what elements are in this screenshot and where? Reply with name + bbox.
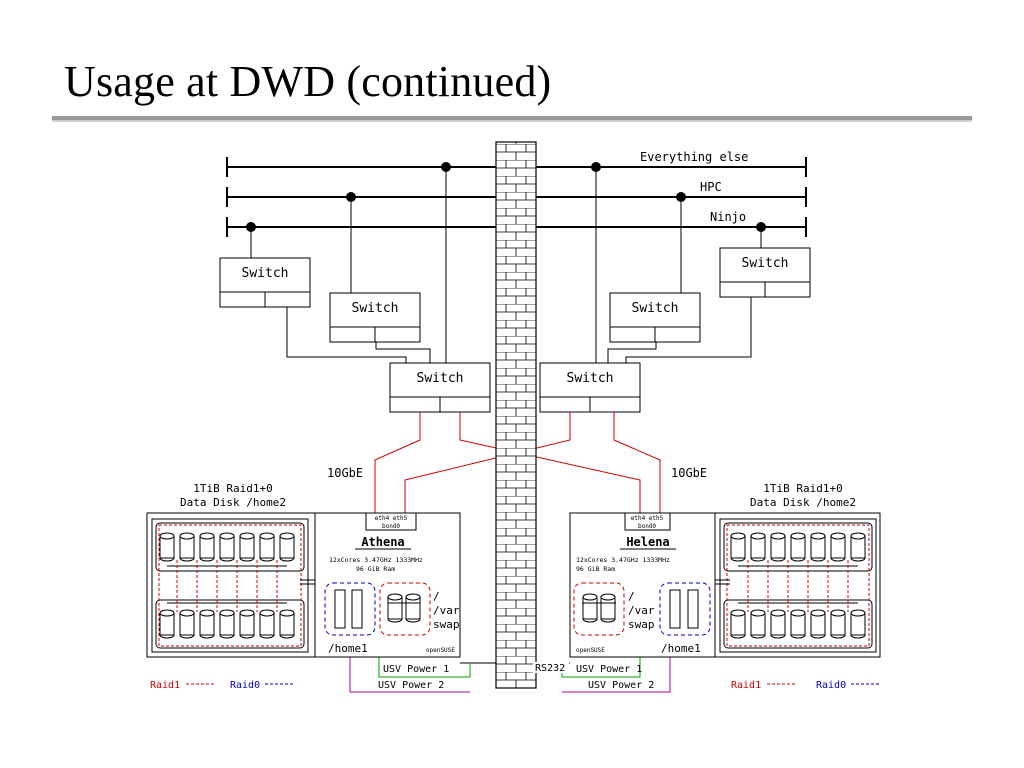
storage-subtitle-right: Data Disk /home2	[750, 496, 856, 509]
spec-line2-left: 96 GiB Ram	[356, 565, 395, 573]
model-left: openSUSE	[426, 647, 455, 654]
mount-swap-right: swap	[628, 618, 655, 631]
switch-label: Switch	[742, 256, 789, 271]
server-group-helena: 1TiB Raid1+0 Data Disk /home2 eth4 eth5 …	[569, 482, 881, 658]
network-label-everything-else: Everything else	[640, 150, 748, 164]
spec-line1-left: 12xCores 3.47GHz 1333MHz	[329, 556, 423, 564]
link-speed-left: 10GbE	[327, 466, 363, 480]
mount-root-right: /	[628, 590, 635, 603]
legend-raid1-right: Raid1	[731, 680, 761, 691]
mount-var-left: /var	[433, 604, 460, 617]
switch-label: Switch	[352, 301, 399, 316]
switch-label: Switch	[417, 371, 464, 386]
legend-raid0-right: Raid0	[816, 680, 846, 691]
switch-core-right: Switch	[539, 362, 641, 413]
home-label-right: /home1	[661, 642, 701, 655]
usv-power-2-left: USV Power 2	[378, 680, 444, 691]
title-rule-shadow	[52, 120, 972, 122]
nic-top-right: eth4 eth5	[631, 515, 664, 522]
page-title: Usage at DWD (continued)	[64, 57, 552, 106]
switch-label: Switch	[632, 301, 679, 316]
mount-root-left: /	[433, 590, 440, 603]
title-rule	[52, 116, 972, 120]
spec-line2-right: 96 GiB Ram	[576, 565, 615, 573]
network-label-ninjo: Ninjo	[710, 210, 746, 224]
rs232-bg	[533, 662, 569, 673]
switch-core-left: Switch	[389, 362, 491, 413]
switch-mid-right: Switch	[609, 292, 701, 343]
switch-label: Switch	[567, 371, 614, 386]
firewall-wall	[495, 141, 537, 689]
home-label-left: /home1	[328, 642, 368, 655]
switch-links	[250, 167, 762, 363]
nic-top-left: eth4 eth5	[375, 515, 408, 522]
legend-left: Raid1 Raid0	[150, 680, 294, 691]
ten-gbe-links	[374, 412, 661, 513]
server-group-athena: 1TiB Raid1+0 Data Disk /home2 eth4 eth5	[146, 482, 461, 658]
storage-title-right: 1TiB Raid1+0	[763, 482, 842, 495]
model-right: openSUSE	[576, 647, 605, 654]
nic-bottom-right: bond0	[638, 523, 656, 530]
mount-swap-left: swap	[433, 618, 460, 631]
legend-raid0-left: Raid0	[230, 680, 260, 691]
spec-line1-right: 12xCores 3.47GHz 1333MHz	[576, 556, 670, 564]
switch-label: Switch	[242, 266, 289, 281]
usv-power-2-right: USV Power 2	[588, 680, 654, 691]
switch-mid-left: Switch	[329, 292, 421, 343]
legend-right: Raid1 Raid0	[731, 680, 881, 691]
host-name-athena: Athena	[361, 535, 404, 549]
network-label-hpc: HPC	[700, 180, 722, 194]
link-speed-right: 10GbE	[671, 466, 707, 480]
host-name-helena: Helena	[626, 535, 669, 549]
nic-bottom-left: bond0	[382, 523, 400, 530]
switch-top-right: Switch	[719, 247, 811, 298]
legend-raid1-left: Raid1	[150, 680, 180, 691]
mount-var-right: /var	[628, 604, 655, 617]
rs232-label: RS232	[535, 663, 565, 674]
storage-title-left: 1TiB Raid1+0	[193, 482, 272, 495]
usv-power-1-right: USV Power 1	[576, 664, 642, 675]
switch-top-left: Switch	[219, 257, 311, 308]
usv-power-1-left: USV Power 1	[383, 664, 449, 675]
storage-subtitle-left: Data Disk /home2	[180, 496, 286, 509]
